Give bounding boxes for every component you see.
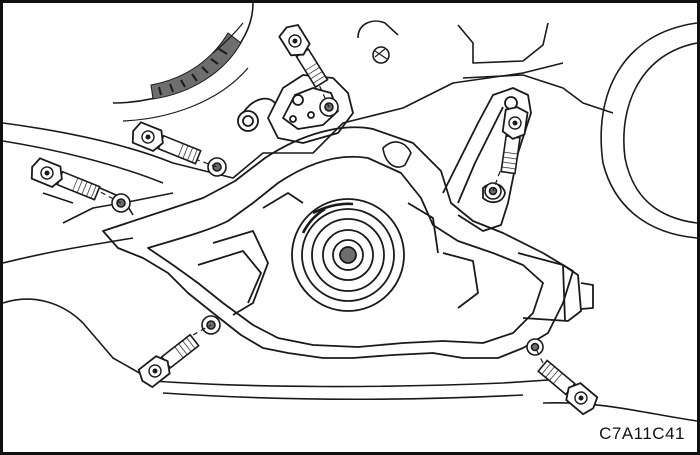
bolt-top-center (278, 23, 329, 89)
water-pump-illustration (3, 3, 697, 422)
bolt-left (30, 157, 101, 201)
hole-upper-left (207, 157, 227, 177)
water-pump-body (102, 126, 594, 359)
pump-pulley-hub (291, 198, 405, 312)
bolt-bottom-left (137, 333, 200, 389)
figure-code-label: C7A11C41 (599, 424, 685, 443)
bolt-upper-left (131, 121, 202, 165)
engine-block-outline (3, 22, 697, 422)
bolt-right-upper (500, 106, 529, 175)
hole-bottom-right (526, 338, 544, 356)
upper-boss (357, 20, 412, 168)
bolt-bottom-right (537, 359, 599, 416)
timing-gear (112, 3, 254, 122)
